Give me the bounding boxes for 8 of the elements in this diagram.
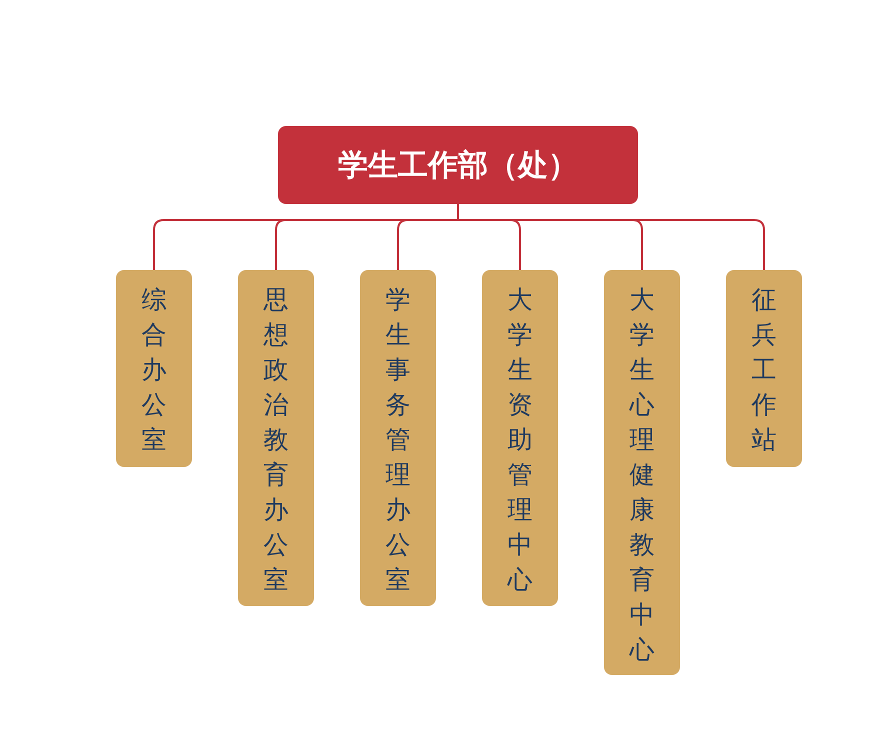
- department-box: 学生工作部（处）: [278, 126, 638, 204]
- office-box: 综合办公室: [116, 270, 192, 467]
- office-box: 学生事务管理办公室: [360, 270, 436, 606]
- connector-line: [457, 204, 765, 270]
- office-box: 征兵工作站: [726, 270, 802, 467]
- office-box: 思想政治教育办公室: [238, 270, 314, 606]
- office-box: 大学生心理健康教育中心: [604, 270, 680, 675]
- office-box: 大学生资助管理中心: [482, 270, 558, 606]
